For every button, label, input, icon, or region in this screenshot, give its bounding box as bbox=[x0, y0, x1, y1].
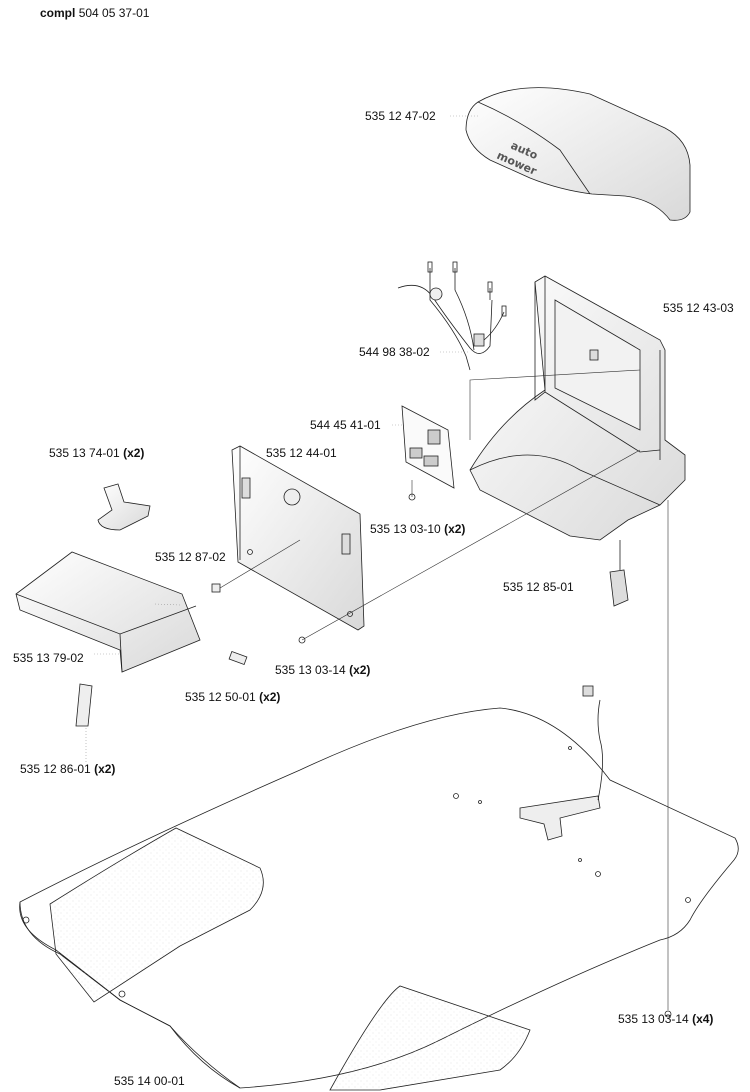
leader-lines bbox=[85, 115, 478, 762]
callout-pcb-screw: 535 13 03-10 (x2) bbox=[370, 522, 466, 536]
base-plate-part bbox=[19, 685, 739, 1091]
callout-ramp: 535 13 79-02 bbox=[13, 651, 84, 665]
callout-pcb: 544 45 41-01 bbox=[310, 418, 381, 432]
pcb-part bbox=[401, 405, 455, 489]
cover-part: auto mower bbox=[465, 87, 691, 221]
pin-part bbox=[211, 583, 221, 593]
body-part bbox=[469, 275, 686, 541]
callout-back-plate: 535 12 44-01 bbox=[266, 446, 337, 460]
header-code: 504 05 37-01 bbox=[78, 6, 150, 20]
callout-plate-screw: 535 13 03-14 (x2) bbox=[275, 663, 371, 677]
callout-harness: 544 98 38-02 bbox=[359, 345, 430, 359]
callout-body: 535 12 43-03 bbox=[663, 301, 734, 315]
bracket-part bbox=[97, 483, 151, 531]
callout-spacer: 535 12 50-01 (x2) bbox=[185, 690, 281, 704]
base-screw-part bbox=[664, 1010, 672, 1018]
assembly-lines bbox=[219, 369, 669, 1010]
back-plate-part bbox=[231, 445, 365, 631]
connector-part bbox=[609, 540, 629, 607]
spacer-part bbox=[228, 650, 248, 666]
callout-base-plate: 535 14 00-01 bbox=[114, 1074, 185, 1088]
diagram-header: compl 504 05 37-01 bbox=[40, 6, 149, 20]
harness-part bbox=[397, 261, 507, 371]
callout-base-screw: 535 13 03-14 (x4) bbox=[618, 1012, 714, 1026]
callout-bracket: 535 13 74-01 (x2) bbox=[49, 446, 145, 460]
callout-pin: 535 12 87-02 bbox=[155, 550, 226, 564]
ramp-part bbox=[15, 551, 201, 673]
callout-connector: 535 12 85-01 bbox=[503, 580, 574, 594]
callout-clip: 535 12 86-01 (x2) bbox=[20, 762, 116, 776]
callout-cover: 535 12 47-02 bbox=[365, 109, 436, 123]
clip-part bbox=[75, 683, 93, 727]
header-prefix: compl bbox=[40, 6, 76, 20]
